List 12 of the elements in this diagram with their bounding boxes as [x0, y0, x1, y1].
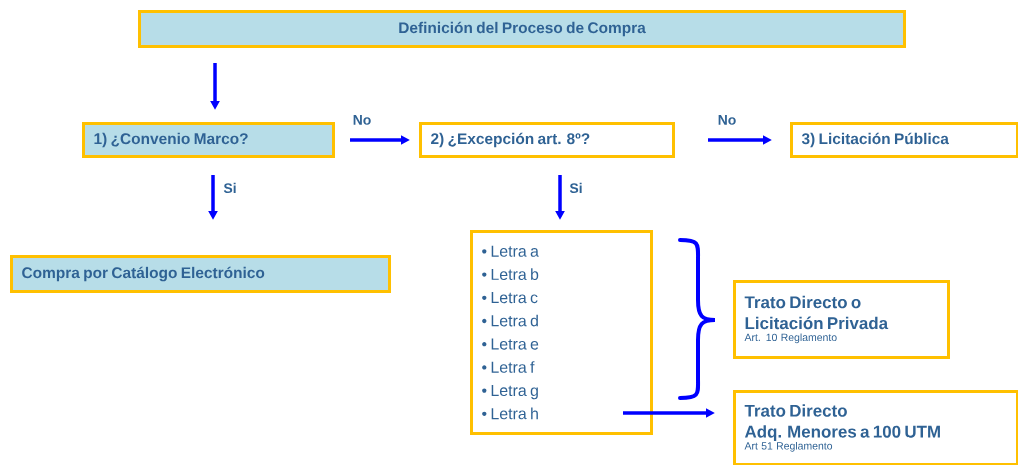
process-box: Compra por Catálogo Electrónico	[10, 255, 391, 293]
decision-box: 1) ¿Convenio Marco?	[82, 122, 335, 158]
list-box: • Letra a • Letra b • Letra c • Letra d • Letra e • Letra f • Letra g • Letra h	[470, 230, 653, 435]
edge-label: Si	[223, 182, 236, 194]
process-box: 3) Licitación Pública	[790, 122, 1018, 158]
edge-label: No	[718, 115, 736, 125]
process-box: Trato Directo Adq. Menores a 100 UTM Art 51 Reglamento	[733, 390, 1018, 465]
edge-label: Si	[569, 182, 582, 194]
title-box: Definición del Proceso de Compra	[138, 10, 906, 48]
edge-label: No	[353, 115, 371, 125]
process-box: Trato Directo o Licitación Privada Art. 10 Reglamento	[733, 280, 950, 359]
decision-box: 2) ¿Excepción art. 8º?	[419, 122, 675, 158]
